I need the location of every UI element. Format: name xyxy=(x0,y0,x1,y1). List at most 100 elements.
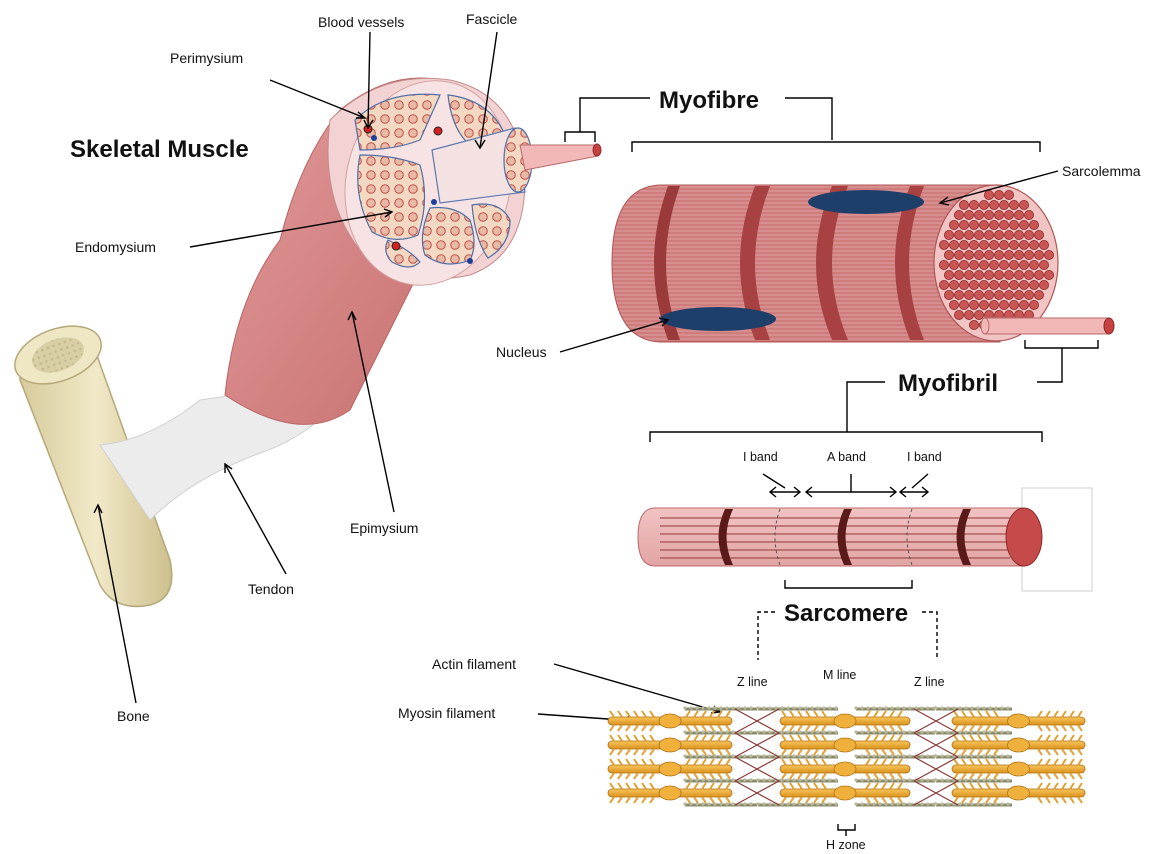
myofibril-dot xyxy=(989,300,998,309)
actin-bead xyxy=(780,802,783,805)
sarcomere-illustration xyxy=(608,706,1085,805)
myofibril-dot xyxy=(974,270,983,279)
actin-bead xyxy=(1006,802,1009,805)
actin-bead xyxy=(798,730,801,733)
myofibril-dot xyxy=(989,280,998,289)
myosin-head xyxy=(634,711,638,717)
myofibril-dot xyxy=(1029,300,1038,309)
actin-bead xyxy=(866,706,869,709)
myosin-head xyxy=(1078,735,1082,741)
myosin-head xyxy=(1038,797,1042,803)
myosin-head xyxy=(866,797,870,803)
myosin-head xyxy=(718,797,722,803)
bracket-myofibril xyxy=(650,432,1042,442)
myosin-head xyxy=(618,749,622,755)
actin-bead xyxy=(934,730,937,733)
actin-bead xyxy=(756,754,759,757)
actin-bead xyxy=(976,730,979,733)
myosin-head xyxy=(962,783,966,789)
actin-bead xyxy=(1006,778,1009,781)
actin-bead xyxy=(804,802,807,805)
actin-bead xyxy=(701,754,704,757)
myosin-head xyxy=(986,749,990,755)
actin-bead xyxy=(822,730,825,733)
myofibril-dot xyxy=(964,230,973,239)
actin-bead xyxy=(707,730,710,733)
myosin-head xyxy=(618,725,622,731)
actin-bead xyxy=(798,706,801,709)
myosin-head xyxy=(994,783,998,789)
actin-bead xyxy=(822,754,825,757)
myosin-head xyxy=(978,773,982,779)
myosin-head xyxy=(882,797,886,803)
myosin-head xyxy=(1054,759,1058,765)
myosin-head xyxy=(634,759,638,765)
myosin-head xyxy=(634,783,638,789)
actin-bead xyxy=(689,706,692,709)
myosin-head xyxy=(782,735,786,741)
label-epimysium: Epimysium xyxy=(350,520,418,536)
myosin-head xyxy=(718,759,722,765)
actin-bead xyxy=(982,754,985,757)
actin-bead xyxy=(988,802,991,805)
myosin-head xyxy=(618,797,622,803)
myofibril-dot xyxy=(1019,220,1028,229)
m-line-bulge xyxy=(1008,738,1030,752)
z-line-segment xyxy=(914,757,936,781)
myosin-head xyxy=(626,749,630,755)
myosin-head xyxy=(1054,773,1058,779)
actin-bead xyxy=(822,706,825,709)
actin-bead xyxy=(958,802,961,805)
myofibril-dot xyxy=(969,320,978,329)
myosin-head xyxy=(890,711,894,717)
myofibril-dot xyxy=(989,260,998,269)
myosin-head xyxy=(610,725,614,731)
actin-bead xyxy=(768,802,771,805)
myofibril-dot xyxy=(984,230,993,239)
actin-bead xyxy=(804,778,807,781)
m-line-bulge xyxy=(834,714,856,728)
myosin-head xyxy=(686,783,690,789)
myofibril-dot xyxy=(959,280,968,289)
myofibril-dot xyxy=(1009,200,1018,209)
actin-bead xyxy=(792,706,795,709)
actin-bead xyxy=(786,754,789,757)
myofibril-dot xyxy=(979,260,988,269)
actin-bead xyxy=(908,778,911,781)
myosin-head xyxy=(798,711,802,717)
myosin-head xyxy=(686,711,690,717)
z-line-segment xyxy=(735,733,757,757)
myofibril-dot xyxy=(1014,270,1023,279)
section-title-myofibre: Myofibre xyxy=(659,87,759,114)
actin-bead xyxy=(786,730,789,733)
actin-bead xyxy=(994,778,997,781)
myosin-head xyxy=(970,749,974,755)
myosin-head xyxy=(694,773,698,779)
myofibril-dot xyxy=(999,220,1008,229)
actin-bead xyxy=(725,778,728,781)
myosin-head xyxy=(618,783,622,789)
myosin-head xyxy=(610,797,614,803)
actin-bead xyxy=(713,730,716,733)
actin-bead xyxy=(866,778,869,781)
myosin-head xyxy=(898,725,902,731)
actin-bead xyxy=(798,754,801,757)
myosin-head xyxy=(1038,783,1042,789)
myofibril-dot xyxy=(964,210,973,219)
myosin-head xyxy=(790,725,794,731)
myosin-head xyxy=(1046,725,1050,731)
myosin-head xyxy=(898,773,902,779)
myofibril-dot xyxy=(1029,240,1038,249)
actin-bead xyxy=(878,706,881,709)
myofibril-dot xyxy=(984,190,993,199)
myofibril-dot xyxy=(1044,270,1053,279)
i-band-right-tick xyxy=(912,474,928,488)
label-m-line: M line xyxy=(823,668,856,682)
leader-tendon xyxy=(225,464,286,574)
myosin-head xyxy=(882,711,886,717)
myosin-head xyxy=(806,783,810,789)
myosin-head xyxy=(650,725,654,731)
myofibril-dot xyxy=(984,250,993,259)
actin-bead xyxy=(804,754,807,757)
myosin-head xyxy=(610,759,614,765)
